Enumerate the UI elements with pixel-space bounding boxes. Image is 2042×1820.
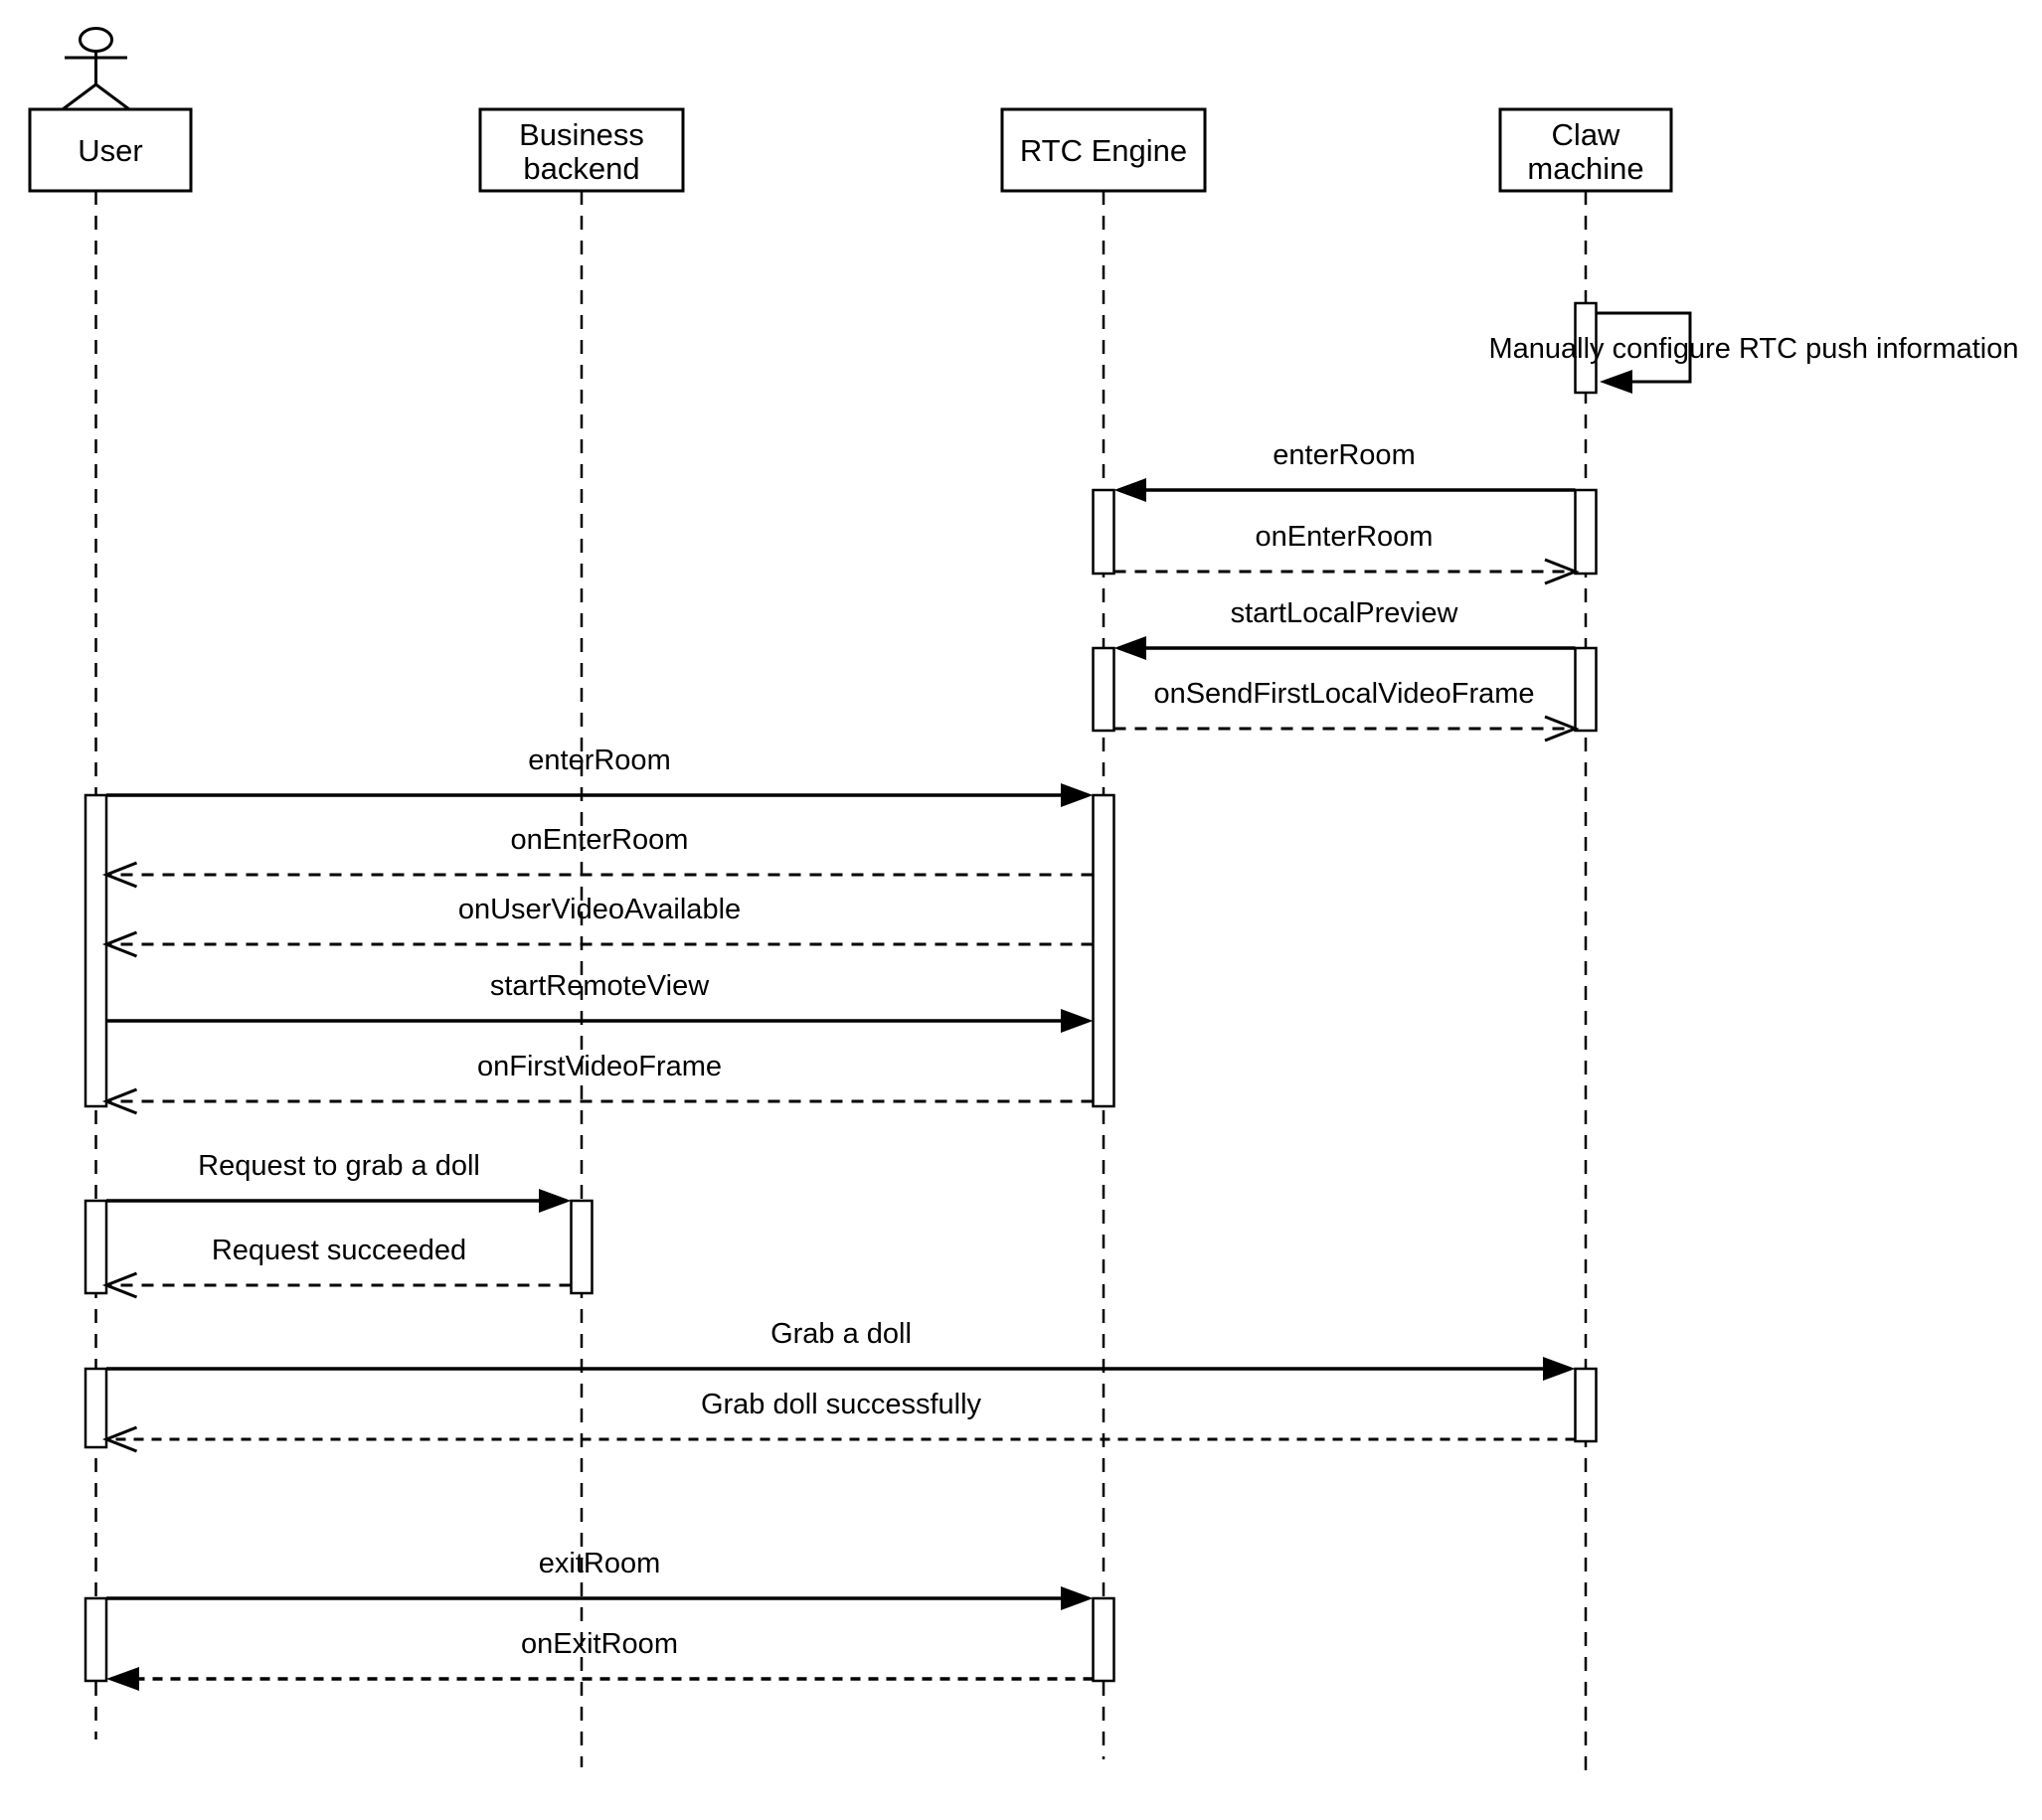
- arrowhead-filled-right: [539, 1189, 572, 1213]
- message-startremoteview: startRemoteView: [106, 970, 1094, 1033]
- message-startlocalpreview: startLocalPreview: [1113, 597, 1576, 660]
- arrowhead-open-right: [1544, 558, 1580, 585]
- arrowhead-filled-left: [1600, 370, 1632, 394]
- activation-bar-claw-preview: [1574, 646, 1598, 733]
- participant-box-business-backend: [478, 107, 685, 193]
- participant-label-backend: backend: [523, 151, 639, 186]
- actor-right-leg: [94, 83, 130, 111]
- message-onfirstvideoframe: onFirstVideoFrame: [101, 1051, 1094, 1115]
- message-label: startLocalPreview: [1231, 597, 1459, 629]
- message-onenterroom-rtc-user: onEnterRoom: [101, 824, 1094, 889]
- message-label: startRemoteView: [490, 970, 710, 1002]
- participant-label-machine: machine: [1527, 151, 1643, 186]
- arrowhead-open-left: [101, 1271, 138, 1299]
- activation-bar-user-grab: [84, 1367, 108, 1449]
- message-request-grab-doll: Request to grab a doll: [106, 1150, 572, 1213]
- self-message-loop-line: [1596, 311, 1692, 384]
- participant-business-backend: Business backend: [478, 107, 685, 193]
- activation-bar-user-exit: [84, 1596, 108, 1683]
- message-label: enterRoom: [1273, 439, 1415, 471]
- message-onsendfirstlocalvideoframe: onSendFirstLocalVideoFrame: [1113, 678, 1580, 743]
- message-self-configure-rtc: Manually configure RTC push information: [1488, 311, 2019, 394]
- activation-bar-claw-enterroom: [1574, 488, 1598, 576]
- arrowhead-open-left: [101, 861, 138, 889]
- participant-claw-machine: Claw machine: [1498, 107, 1673, 193]
- message-grab-a-doll: Grab a doll: [106, 1318, 1576, 1381]
- arrowhead-filled-right: [1061, 783, 1094, 807]
- actor-left-leg: [62, 83, 97, 111]
- message-onexitroom: onExitRoom: [106, 1628, 1094, 1691]
- participant-label-claw: Claw: [1552, 117, 1621, 152]
- arrowhead-filled-left: [1113, 636, 1146, 660]
- message-label: enterRoom: [528, 745, 670, 776]
- arrowhead-open-right: [1544, 715, 1580, 743]
- message-enterroom-user-rtc: enterRoom: [106, 745, 1094, 807]
- arrowhead-filled-right: [1061, 1586, 1094, 1610]
- message-grab-doll-successfully: Grab doll successfully: [101, 1389, 1576, 1453]
- message-label: Request to grab a doll: [198, 1150, 480, 1182]
- arrowhead-filled-left: [106, 1667, 139, 1691]
- message-label: onExitRoom: [521, 1628, 678, 1660]
- activation-bar-rtc-user-session: [1092, 793, 1115, 1108]
- activation-bar-claw-self: [1574, 301, 1598, 395]
- message-label: onFirstVideoFrame: [477, 1051, 722, 1082]
- message-label: onSendFirstLocalVideoFrame: [1153, 678, 1534, 710]
- participant-box-user: [28, 107, 193, 193]
- message-label: onEnterRoom: [1256, 521, 1434, 553]
- message-onenterroom-rtc-claw: onEnterRoom: [1113, 521, 1580, 585]
- message-label: Manually configure RTC push information: [1488, 333, 2018, 365]
- activation-bar-rtc-preview: [1092, 646, 1115, 733]
- actor-head: [79, 27, 113, 53]
- message-label: exitRoom: [539, 1548, 661, 1579]
- arrowhead-open-left: [101, 1425, 138, 1453]
- participant-label-business: Business: [519, 117, 644, 152]
- activation-bars: [84, 301, 1598, 1683]
- message-exitroom: exitRoom: [106, 1548, 1094, 1610]
- activation-bar-user-enterroom: [84, 793, 108, 1108]
- activation-bar-claw-grab: [1574, 1367, 1598, 1443]
- message-label: Grab a doll: [770, 1318, 912, 1350]
- participant-box-claw-machine: [1498, 107, 1673, 193]
- actor-stick-figure-icon: [62, 27, 130, 111]
- participant-box-rtc-engine: [1000, 107, 1207, 193]
- message-label: Grab doll successfully: [701, 1389, 982, 1420]
- message-enterroom-claw-rtc: enterRoom: [1113, 439, 1576, 502]
- arrowhead-open-left: [101, 930, 138, 958]
- activation-bar-rtc-exit: [1092, 1596, 1115, 1683]
- arrowhead-open-left: [101, 1087, 138, 1115]
- message-label: Request succeeded: [212, 1235, 466, 1266]
- participant-rtc-engine: RTC Engine: [1000, 107, 1207, 193]
- message-onuservideoavailable: onUserVideoAvailable: [101, 894, 1094, 958]
- participant-user: User: [28, 107, 193, 193]
- participant-label-user: User: [78, 133, 142, 168]
- participant-label-rtc-engine: RTC Engine: [1020, 133, 1187, 168]
- activation-bar-rtc-enterroom: [1092, 488, 1115, 576]
- arrowhead-filled-left: [1113, 478, 1146, 502]
- arrowhead-filled-right: [1061, 1009, 1094, 1033]
- message-request-succeeded: Request succeeded: [101, 1235, 572, 1299]
- lifelines: [94, 191, 1588, 1779]
- activation-bar-user-request: [84, 1199, 108, 1295]
- arrowhead-filled-right: [1543, 1357, 1576, 1381]
- activation-bar-business-request: [570, 1199, 594, 1295]
- message-label: onEnterRoom: [511, 824, 689, 856]
- message-label: onUserVideoAvailable: [458, 894, 741, 925]
